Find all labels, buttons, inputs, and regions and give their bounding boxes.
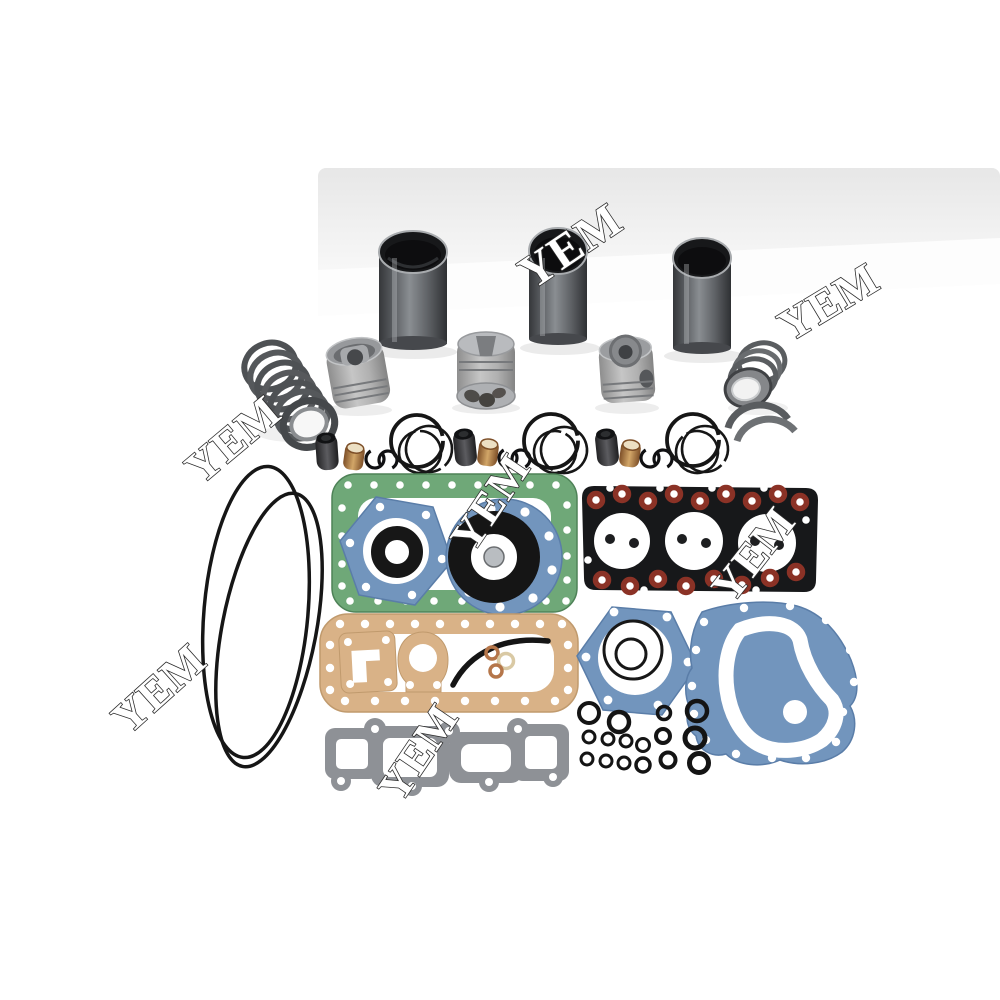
bearing-shell-stack-right xyxy=(723,340,788,409)
piston-3 xyxy=(598,334,656,404)
piston-1 xyxy=(325,336,391,409)
piston-ring-sets xyxy=(389,412,730,475)
round-oil-seal-flange xyxy=(445,498,563,616)
timing-cover-gasket xyxy=(685,601,859,766)
water-pump-gasket xyxy=(576,606,698,716)
large-oval-o-ring xyxy=(200,464,324,769)
o-ring-assortment xyxy=(577,698,711,775)
bushings xyxy=(343,438,641,471)
blue-hex-bearing-gasket xyxy=(339,496,453,606)
manifold-gasket xyxy=(325,718,569,796)
water-outlet-gasket xyxy=(397,631,449,693)
wrist-pins xyxy=(315,428,619,471)
photo-backdrop xyxy=(318,168,1000,316)
cylinder-liner-1 xyxy=(378,230,448,350)
piston-2 xyxy=(456,331,516,410)
watermark-text: YEM xyxy=(102,634,216,743)
thrust-washers xyxy=(724,401,798,443)
bearing-shell-stack-left xyxy=(241,339,339,451)
copper-washers xyxy=(484,645,516,679)
cylinder-liner-2 xyxy=(528,227,588,345)
cylinder-head-gasket xyxy=(582,484,818,596)
thermostat-gasket xyxy=(338,630,398,694)
cylinder-liner-3 xyxy=(672,237,732,354)
